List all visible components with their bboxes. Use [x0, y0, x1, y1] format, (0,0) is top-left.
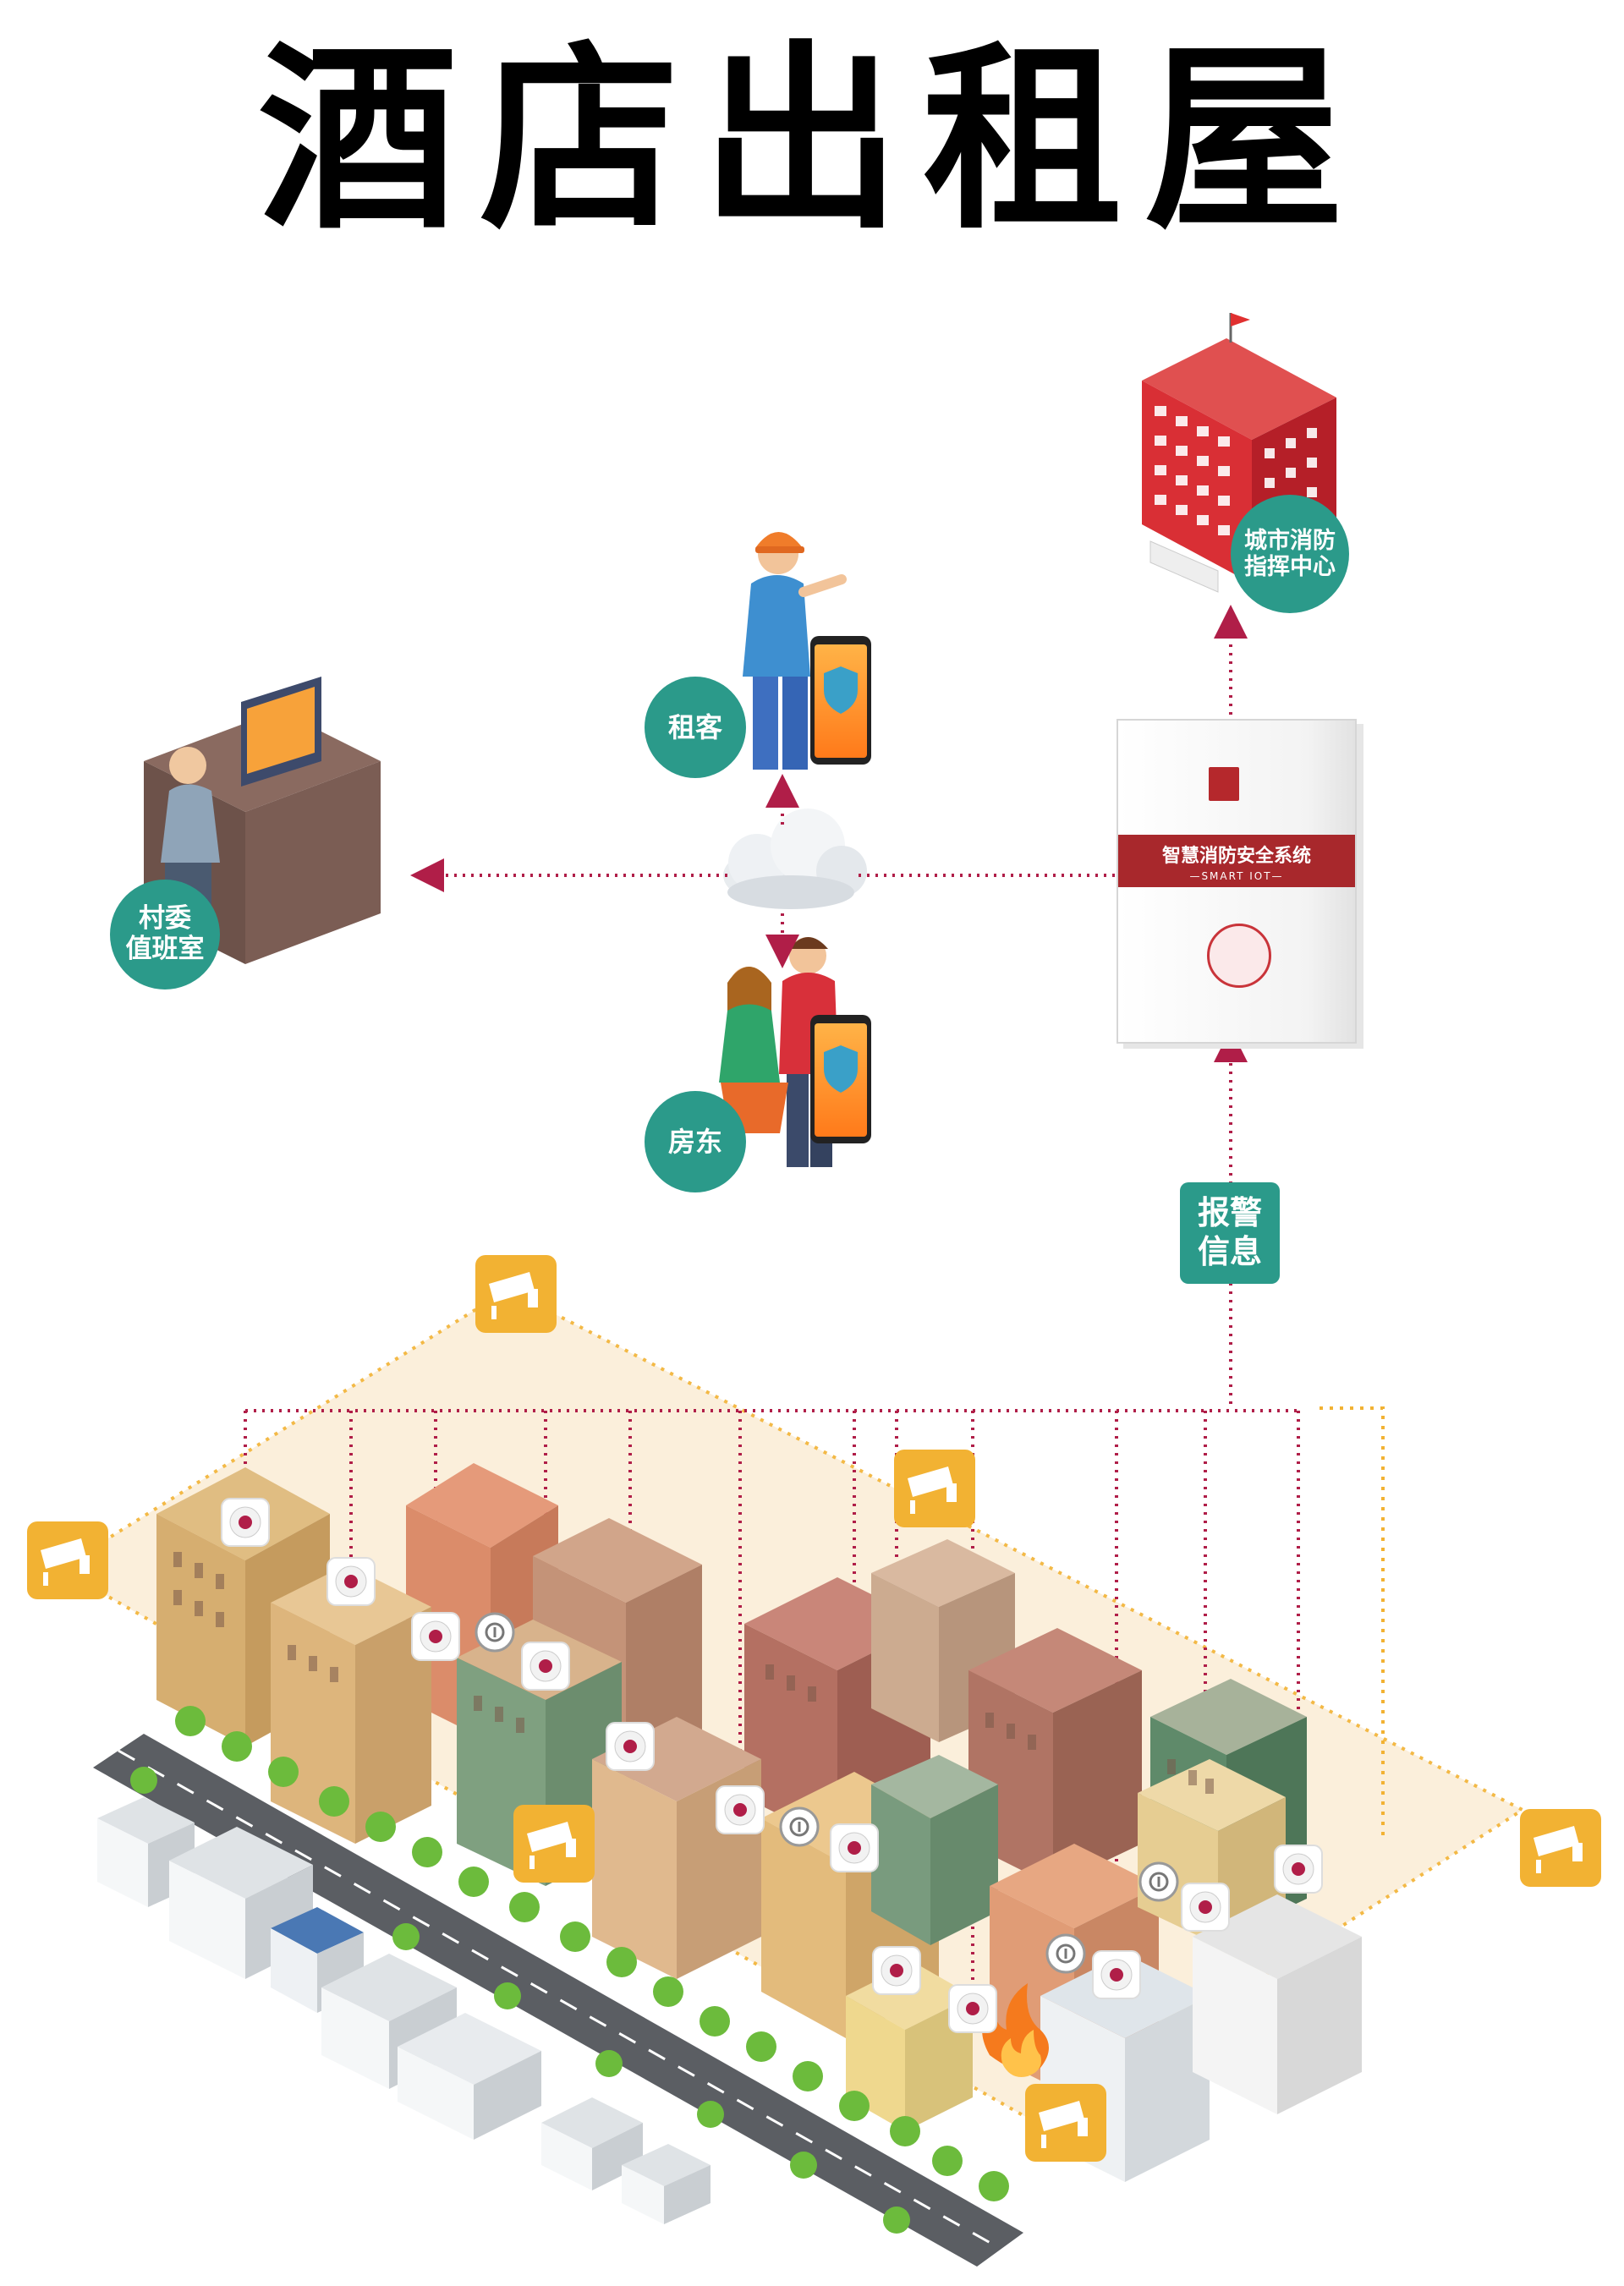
phone-shield-icon — [824, 666, 858, 714]
page-title: 酒店出租屋 — [257, 24, 1366, 256]
alarm-info-label: 报警 信息 — [1180, 1182, 1280, 1284]
street-trees — [130, 1706, 1009, 2234]
gas-detectors — [475, 1612, 1179, 1974]
system-name-band: 智慧消防安全系统 —SMART IOT— — [1118, 835, 1355, 887]
fire-command-building — [1142, 313, 1336, 593]
tenant-label: 租客 — [645, 677, 746, 778]
smoke-detectors — [221, 1498, 1323, 2033]
phone-shield-icon — [824, 1045, 858, 1093]
cloud-icon — [723, 809, 867, 909]
village-duty-room-label: 村委 值班室 — [110, 880, 220, 990]
camera-icons — [27, 1255, 1601, 2162]
tenant-illustration — [743, 532, 871, 770]
city-fire-center-label: 城市消防 指挥中心 — [1231, 495, 1349, 613]
fire-icon — [982, 1983, 1049, 2077]
system-name: 智慧消防安全系统 — [1161, 846, 1311, 867]
landlord-label: 房东 — [645, 1091, 746, 1192]
smart-fire-system-box: 智慧消防安全系统 —SMART IOT— — [1116, 719, 1357, 1044]
front-white-buildings — [97, 1797, 710, 2224]
box-logo-icon — [1209, 767, 1239, 801]
system-subtitle: —SMART IOT— — [1189, 870, 1284, 882]
system-seal-icon — [1207, 924, 1271, 988]
